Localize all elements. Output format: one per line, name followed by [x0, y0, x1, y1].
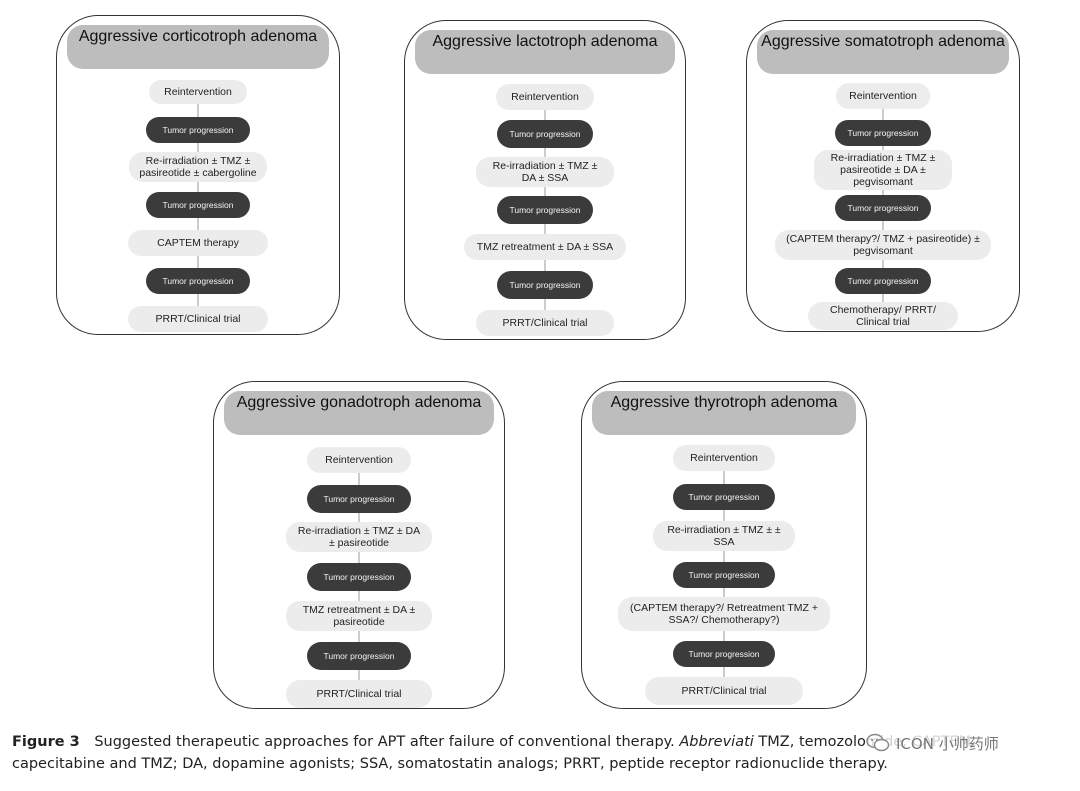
connector-line [882, 294, 884, 302]
connector-line [882, 146, 884, 150]
connector-line [723, 471, 725, 484]
panel-title: Aggressive somatotroph adenoma [757, 30, 1009, 74]
progression-node: Tumor progression [497, 120, 593, 148]
panel-gonadotroph: Aggressive gonadotroph adenoma Reinterve… [213, 381, 505, 709]
panel-somatotroph: Aggressive somatotroph adenoma Reinterve… [746, 20, 1020, 332]
progression-node: Tumor progression [835, 195, 931, 221]
connector-line [544, 260, 546, 271]
connector-line [197, 104, 199, 117]
connector-line [544, 224, 546, 234]
progression-node: Tumor progression [673, 484, 775, 510]
watermark-text: ICON 小帅药师 [896, 734, 999, 753]
connector-line [723, 667, 725, 677]
treatment-node: TMZ retreatment ± DA ± SSA [464, 234, 626, 260]
treatment-node: Re-irradiation ± TMZ ± pasireotide ± DA … [814, 150, 952, 190]
connector-line [197, 182, 199, 192]
connector-line [358, 670, 360, 680]
treatment-node: PRRT/Clinical trial [128, 306, 268, 332]
progression-node: Tumor progression [146, 192, 250, 218]
panel-title: Aggressive corticotroph adenoma [67, 25, 329, 69]
treatment-node: Re-irradiation ± TMZ ± ± SSA [653, 521, 795, 551]
treatment-node: Reintervention [307, 447, 411, 473]
progression-node: Tumor progression [835, 120, 931, 146]
connector-line [544, 148, 546, 157]
connector-line [197, 143, 199, 152]
treatment-node: TMZ retreatment ± DA ± pasireotide [286, 601, 432, 631]
figure-label: Figure 3 [12, 734, 80, 750]
connector-line [723, 588, 725, 597]
progression-node: Tumor progression [307, 485, 411, 513]
connector-line [544, 187, 546, 196]
treatment-node: Re-irradiation ± TMZ ± pasireotide ± cab… [129, 152, 267, 182]
connector-line [197, 218, 199, 230]
progression-node: Tumor progression [146, 268, 250, 294]
treatment-node: CAPTEM therapy [128, 230, 268, 256]
panel-title: Aggressive lactotroph adenoma [415, 30, 675, 74]
treatment-node: PRRT/Clinical trial [286, 680, 432, 708]
connector-line [882, 190, 884, 195]
connector-line [544, 110, 546, 120]
connector-line [882, 109, 884, 120]
treatment-node: Chemotherapy/ PRRT/ Clinical trial [808, 302, 958, 330]
wechat-bubble-icon [866, 733, 890, 752]
treatment-node: Reintervention [496, 84, 594, 110]
progression-node: Tumor progression [497, 271, 593, 299]
connector-line [882, 260, 884, 268]
treatment-node: Re-irradiation ± TMZ ± DA ± SSA [476, 157, 614, 187]
connector-line [358, 591, 360, 601]
connector-line [358, 552, 360, 563]
treatment-node: Re-irradiation ± TMZ ± DA ± pasireotide [286, 522, 432, 552]
treatment-node: PRRT/Clinical trial [476, 310, 614, 336]
progression-node: Tumor progression [673, 562, 775, 588]
progression-node: Tumor progression [835, 268, 931, 294]
connector-line [882, 221, 884, 230]
progression-node: Tumor progression [673, 641, 775, 667]
panel-corticotroph: Aggressive corticotroph adenoma Reinterv… [56, 15, 340, 335]
figure-caption: Figure 3 Suggested therapeutic approache… [12, 731, 1068, 775]
treatment-node: (CAPTEM therapy?/ Retreatment TMZ + SSA?… [618, 597, 830, 631]
connector-line [723, 631, 725, 641]
treatment-node: (CAPTEM therapy?/ TMZ + pasireotide) ± p… [775, 230, 991, 260]
connector-line [723, 510, 725, 521]
caption-abbreviations-lead: Abbreviati [679, 734, 754, 750]
connector-line [544, 299, 546, 310]
treatment-node: PRRT/Clinical trial [645, 677, 803, 705]
treatment-node: Reintervention [149, 80, 247, 104]
treatment-node: Reintervention [836, 83, 930, 109]
progression-node: Tumor progression [497, 196, 593, 224]
connector-line [197, 256, 199, 268]
panel-title: Aggressive thyrotroph adenoma [592, 391, 856, 435]
progression-node: Tumor progression [307, 642, 411, 670]
progression-node: Tumor progression [307, 563, 411, 591]
panel-lactotroph: Aggressive lactotroph adenoma Reinterven… [404, 20, 686, 340]
panel-title: Aggressive gonadotroph adenoma [224, 391, 494, 435]
watermark: ICON 小帅药师 [866, 730, 1056, 756]
connector-line [358, 513, 360, 522]
panel-thyrotroph: Aggressive thyrotroph adenoma Reinterven… [581, 381, 867, 709]
connector-line [358, 631, 360, 642]
connector-line [358, 473, 360, 485]
treatment-node: Reintervention [673, 445, 775, 471]
connector-line [723, 551, 725, 562]
caption-text: Suggested therapeutic approaches for APT… [94, 734, 675, 750]
progression-node: Tumor progression [146, 117, 250, 143]
connector-line [197, 294, 199, 306]
